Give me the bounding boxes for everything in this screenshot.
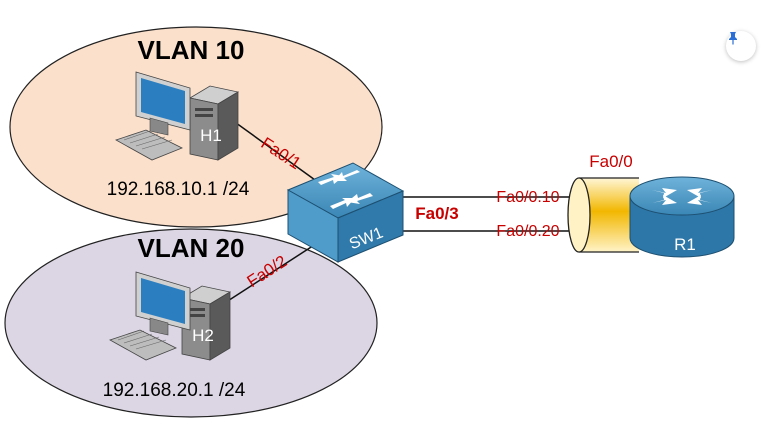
pin-icon (729, 32, 737, 45)
subinterface-label-10: Fa0/0.10 (496, 189, 559, 206)
h2-label: H2 (192, 326, 214, 345)
router-interface-label: Fa0/0 (589, 152, 632, 171)
pc-h1[interactable] (115, 71, 240, 161)
h1-ip: 192.168.10.1 /24 (107, 179, 250, 200)
r1-label: R1 (674, 235, 696, 254)
pc-h2[interactable] (109, 271, 232, 361)
vlan10-title: VLAN 10 (138, 35, 245, 65)
switch-sw1[interactable] (286, 162, 405, 263)
vlan20-title: VLAN 20 (138, 233, 245, 263)
sw1-trunk-port-label: Fa0/3 (415, 204, 458, 223)
link-h2-sw1 (219, 239, 323, 307)
h1-label: H1 (200, 126, 222, 145)
link-h1-sw1 (231, 119, 323, 186)
h2-ip: 192.168.20.1 /24 (103, 380, 246, 401)
pin-button[interactable] (726, 31, 756, 61)
trunk-tube (567, 177, 639, 253)
subinterface-label-20: Fa0/0.20 (496, 223, 559, 240)
router-r1[interactable] (629, 176, 735, 258)
